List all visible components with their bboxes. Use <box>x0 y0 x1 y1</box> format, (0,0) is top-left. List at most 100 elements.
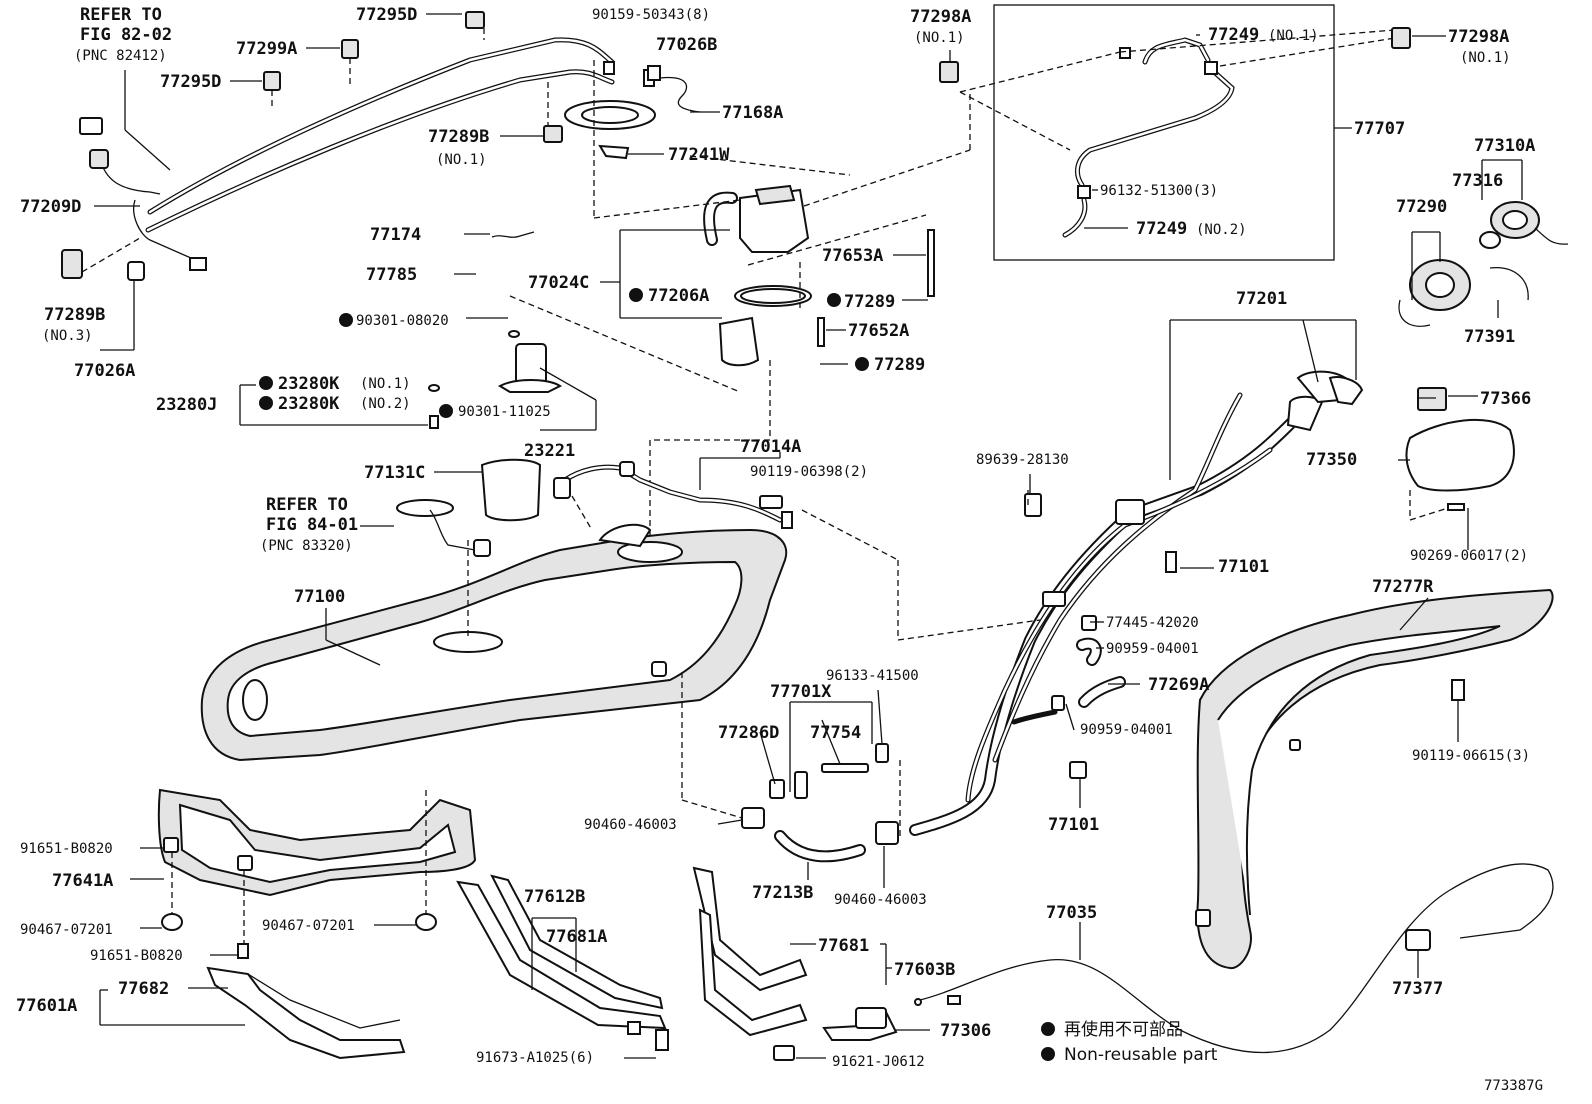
refer-to-fig-82-line2: FIG 82-02 <box>80 25 172 45</box>
label-77445-42020: 77445-42020 <box>1106 615 1199 631</box>
label-77681: 77681 <box>818 936 869 956</box>
label-77299A: 77299A <box>236 39 297 59</box>
label-77101-lower: 77101 <box>1048 815 1099 835</box>
label-77249-no1-sub: (NO.1) <box>1268 28 1319 44</box>
label-77249-no2-sub: (NO.2) <box>1196 222 1247 238</box>
label-90269-06017: 90269-06017(2) <box>1410 548 1528 564</box>
label-77131C: 77131C <box>364 463 425 483</box>
label-91673-A1025: 91673-A1025(6) <box>476 1050 594 1066</box>
label-77306: 77306 <box>940 1021 991 1041</box>
label-96132-51300: 96132-51300(3) <box>1100 183 1218 199</box>
vapor-hose-box <box>803 4 1396 261</box>
label-90460-46003-left: 90460-46003 <box>584 817 677 833</box>
label-77612B: 77612B <box>524 887 585 907</box>
label-77289B-no3: 77289B <box>44 305 105 325</box>
label-77249-no2: 77249 <box>1136 219 1187 239</box>
label-77682: 77682 <box>118 979 169 999</box>
leader-lines-misc <box>949 50 1436 494</box>
label-77707: 77707 <box>1354 119 1405 139</box>
label-77100: 77100 <box>294 587 345 607</box>
diagram-code: 773387G <box>1484 1078 1543 1094</box>
label-91621-J0612: 91621-J0612 <box>832 1054 925 1070</box>
leader-lines-top-left <box>81 13 485 351</box>
label-77289-lower: 77289 <box>874 355 925 375</box>
fuel-opener-cable <box>914 863 1554 1054</box>
refer-to-fig-84-line3: (PNC 83320) <box>260 538 353 554</box>
fuel-tank-protector <box>130 788 477 959</box>
legend-text-jp: 再使用不可部品 <box>1064 1019 1183 1040</box>
label-77316: 77316 <box>1452 171 1503 191</box>
label-77701X: 77701X <box>770 682 832 702</box>
filler-pipe <box>801 319 1364 836</box>
fuel-tank-band-77603B <box>692 866 892 1037</box>
fuel-tank-filler-liner <box>1195 588 1554 970</box>
fuel-tank-band-77612B <box>456 874 669 1059</box>
label-77298A-right: 77298A <box>1448 27 1509 47</box>
label-91651-B0820-lower: 91651-B0820 <box>90 948 183 964</box>
label-77310A: 77310A <box>1474 136 1535 156</box>
legend-dot-jp <box>1041 1022 1055 1036</box>
label-77201: 77201 <box>1236 289 1287 309</box>
label-23280J: 23280J <box>156 395 217 415</box>
clip-77298A-left <box>939 61 959 83</box>
label-77289B-no3-sub: (NO.3) <box>42 328 93 344</box>
clip-77298A-right <box>1391 27 1446 49</box>
label-90467-07201-left: 90467-07201 <box>20 922 113 938</box>
label-77652A: 77652A <box>848 321 909 341</box>
label-89639-28130: 89639-28130 <box>976 452 1069 468</box>
label-77269A: 77269A <box>1148 675 1209 695</box>
label-77289-upper: 77289 <box>844 292 895 312</box>
fuel-suction-tube-77131C <box>434 458 542 522</box>
label-77653A: 77653A <box>822 246 883 266</box>
label-90119-06615: 90119-06615(3) <box>1412 748 1530 764</box>
label-77391: 77391 <box>1464 327 1515 347</box>
label-77014A: 77014A <box>740 437 801 457</box>
label-77168A: 77168A <box>722 103 783 123</box>
label-77289B-no1: 77289B <box>428 127 489 147</box>
label-77350: 77350 <box>1306 450 1357 470</box>
fuel-tank-band-77601A <box>99 966 406 1060</box>
fuel-cap-assembly <box>1398 159 1569 327</box>
refer-to-fig-82-line1: REFER TO <box>80 5 162 25</box>
fuel-pump-module <box>428 65 935 429</box>
label-77295D-mid: 77295D <box>160 72 221 92</box>
label-23280K-no2: 23280K <box>278 394 340 414</box>
refer-to-fig-84-line1: REFER TO <box>266 495 348 515</box>
label-96133-41500: 96133-41500 <box>826 668 919 684</box>
label-77289B-no1-sub: (NO.1) <box>436 152 487 168</box>
label-77277R: 77277R <box>1372 577 1434 597</box>
fuel-lid-opener-lever <box>773 1007 930 1061</box>
label-23280K-no1: 23280K <box>278 374 340 394</box>
label-77026A: 77026A <box>74 361 135 381</box>
label-77035: 77035 <box>1046 903 1097 923</box>
label-77681A: 77681A <box>546 927 607 947</box>
label-77026B: 77026B <box>656 35 717 55</box>
label-77295D-top: 77295D <box>356 5 417 25</box>
label-77209D: 77209D <box>20 197 81 217</box>
label-90119-06398: 90119-06398(2) <box>750 464 868 480</box>
label-23280K-no2-sub: (NO.2) <box>360 396 411 412</box>
label-77249-no1: 77249 <box>1208 25 1259 45</box>
legend: 再使用不可部品 Non-reusable part <box>1041 1019 1218 1065</box>
label-91651-B0820-upper: 91651-B0820 <box>20 841 113 857</box>
legend-text-en: Non-reusable part <box>1064 1045 1218 1065</box>
label-90467-07201-right: 90467-07201 <box>262 918 355 934</box>
label-77174: 77174 <box>370 225 421 245</box>
label-90301-11025: 90301-11025 <box>458 404 551 420</box>
label-77298A-right-sub: (NO.1) <box>1460 50 1511 66</box>
fuel-pipe-assembly <box>61 11 701 281</box>
label-77290: 77290 <box>1396 197 1447 217</box>
non-reusable-markers <box>259 288 869 418</box>
label-77206A: 77206A <box>648 286 709 306</box>
label-77241W: 77241W <box>668 145 730 165</box>
label-77785: 77785 <box>366 265 417 285</box>
part-labels: REFER TO FIG 82-02 (PNC 82412) 77295D 77… <box>16 5 1543 1094</box>
label-90159-50343: 90159-50343(8) <box>592 7 710 23</box>
label-23221: 23221 <box>524 441 575 461</box>
legend-dot-en <box>1041 1047 1055 1061</box>
label-90959-04001-lower: 90959-04001 <box>1080 722 1173 738</box>
label-77101-upper: 77101 <box>1218 557 1269 577</box>
label-90301-08020: 90301-08020 <box>356 313 449 329</box>
